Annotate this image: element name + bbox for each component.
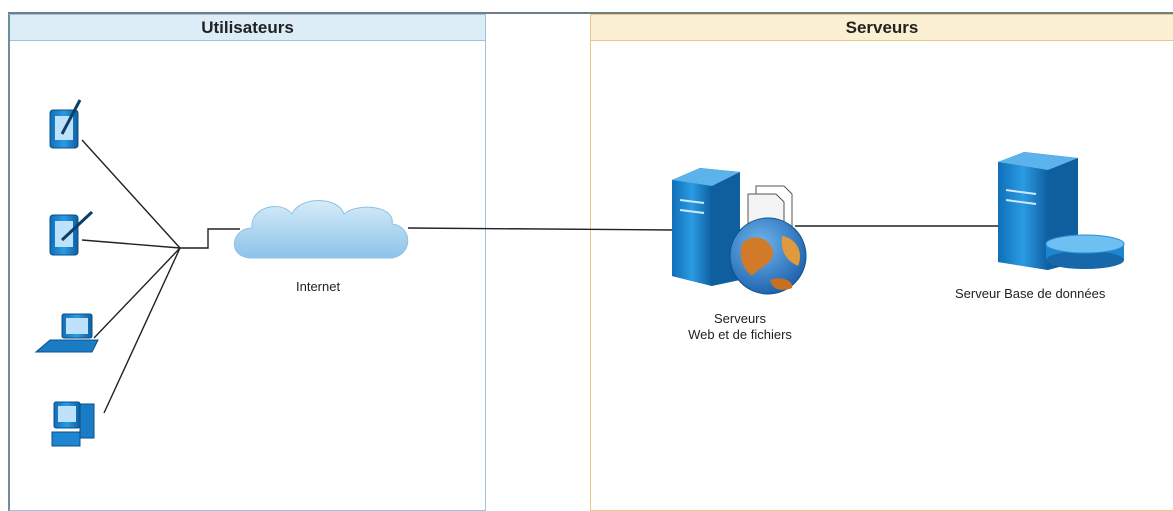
- web-server-label-line2: Web et de fichiers: [688, 327, 792, 342]
- link-laptop: [93, 247, 181, 339]
- desktop-computer-icon: [51, 401, 95, 447]
- cloud-icon: [233, 200, 409, 259]
- internet-label: Internet: [296, 279, 341, 294]
- lane-servers: Serveurs: [590, 14, 1173, 511]
- web-server-label-line1: Serveurs: [713, 311, 767, 326]
- tablet-icon: [49, 210, 94, 256]
- laptop-icon: [34, 313, 99, 353]
- web-server-label: Serveurs Web et de fichiers: [660, 311, 820, 343]
- link-internet-webserver: [407, 227, 673, 231]
- link-to-internet: [180, 228, 240, 249]
- web-file-server-icon: [672, 168, 807, 295]
- db-server-label: Serveur Base de données: [955, 286, 1106, 301]
- tablet-icon: [49, 99, 82, 149]
- lane-servers-title: Serveurs: [591, 15, 1173, 41]
- lane-users: Utilisateurs: [8, 14, 486, 511]
- database-server-icon: [998, 152, 1125, 270]
- diagram-top-border: [8, 12, 1173, 14]
- link-tablet2: [81, 239, 181, 249]
- connection-lines: [81, 139, 998, 414]
- link-desktop: [103, 247, 181, 414]
- link-tablet1: [81, 139, 181, 249]
- lane-users-title: Utilisateurs: [10, 15, 485, 41]
